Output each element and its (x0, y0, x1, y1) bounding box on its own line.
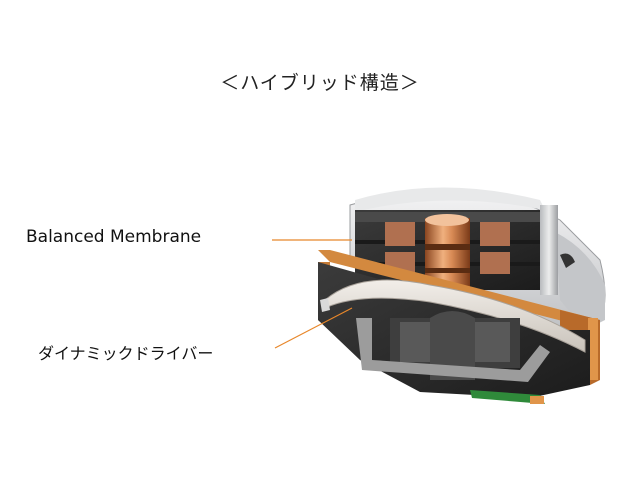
diagram-title: ＜ハイブリッド構造＞ (220, 72, 420, 94)
dynamic-driver-leader-line (274, 307, 353, 349)
dynamic-driver-unit (318, 262, 590, 404)
dynamic-driver-label: ダイナミックドライバー (38, 344, 214, 363)
balanced-membrane-label: Balanced Membrane (26, 227, 202, 247)
